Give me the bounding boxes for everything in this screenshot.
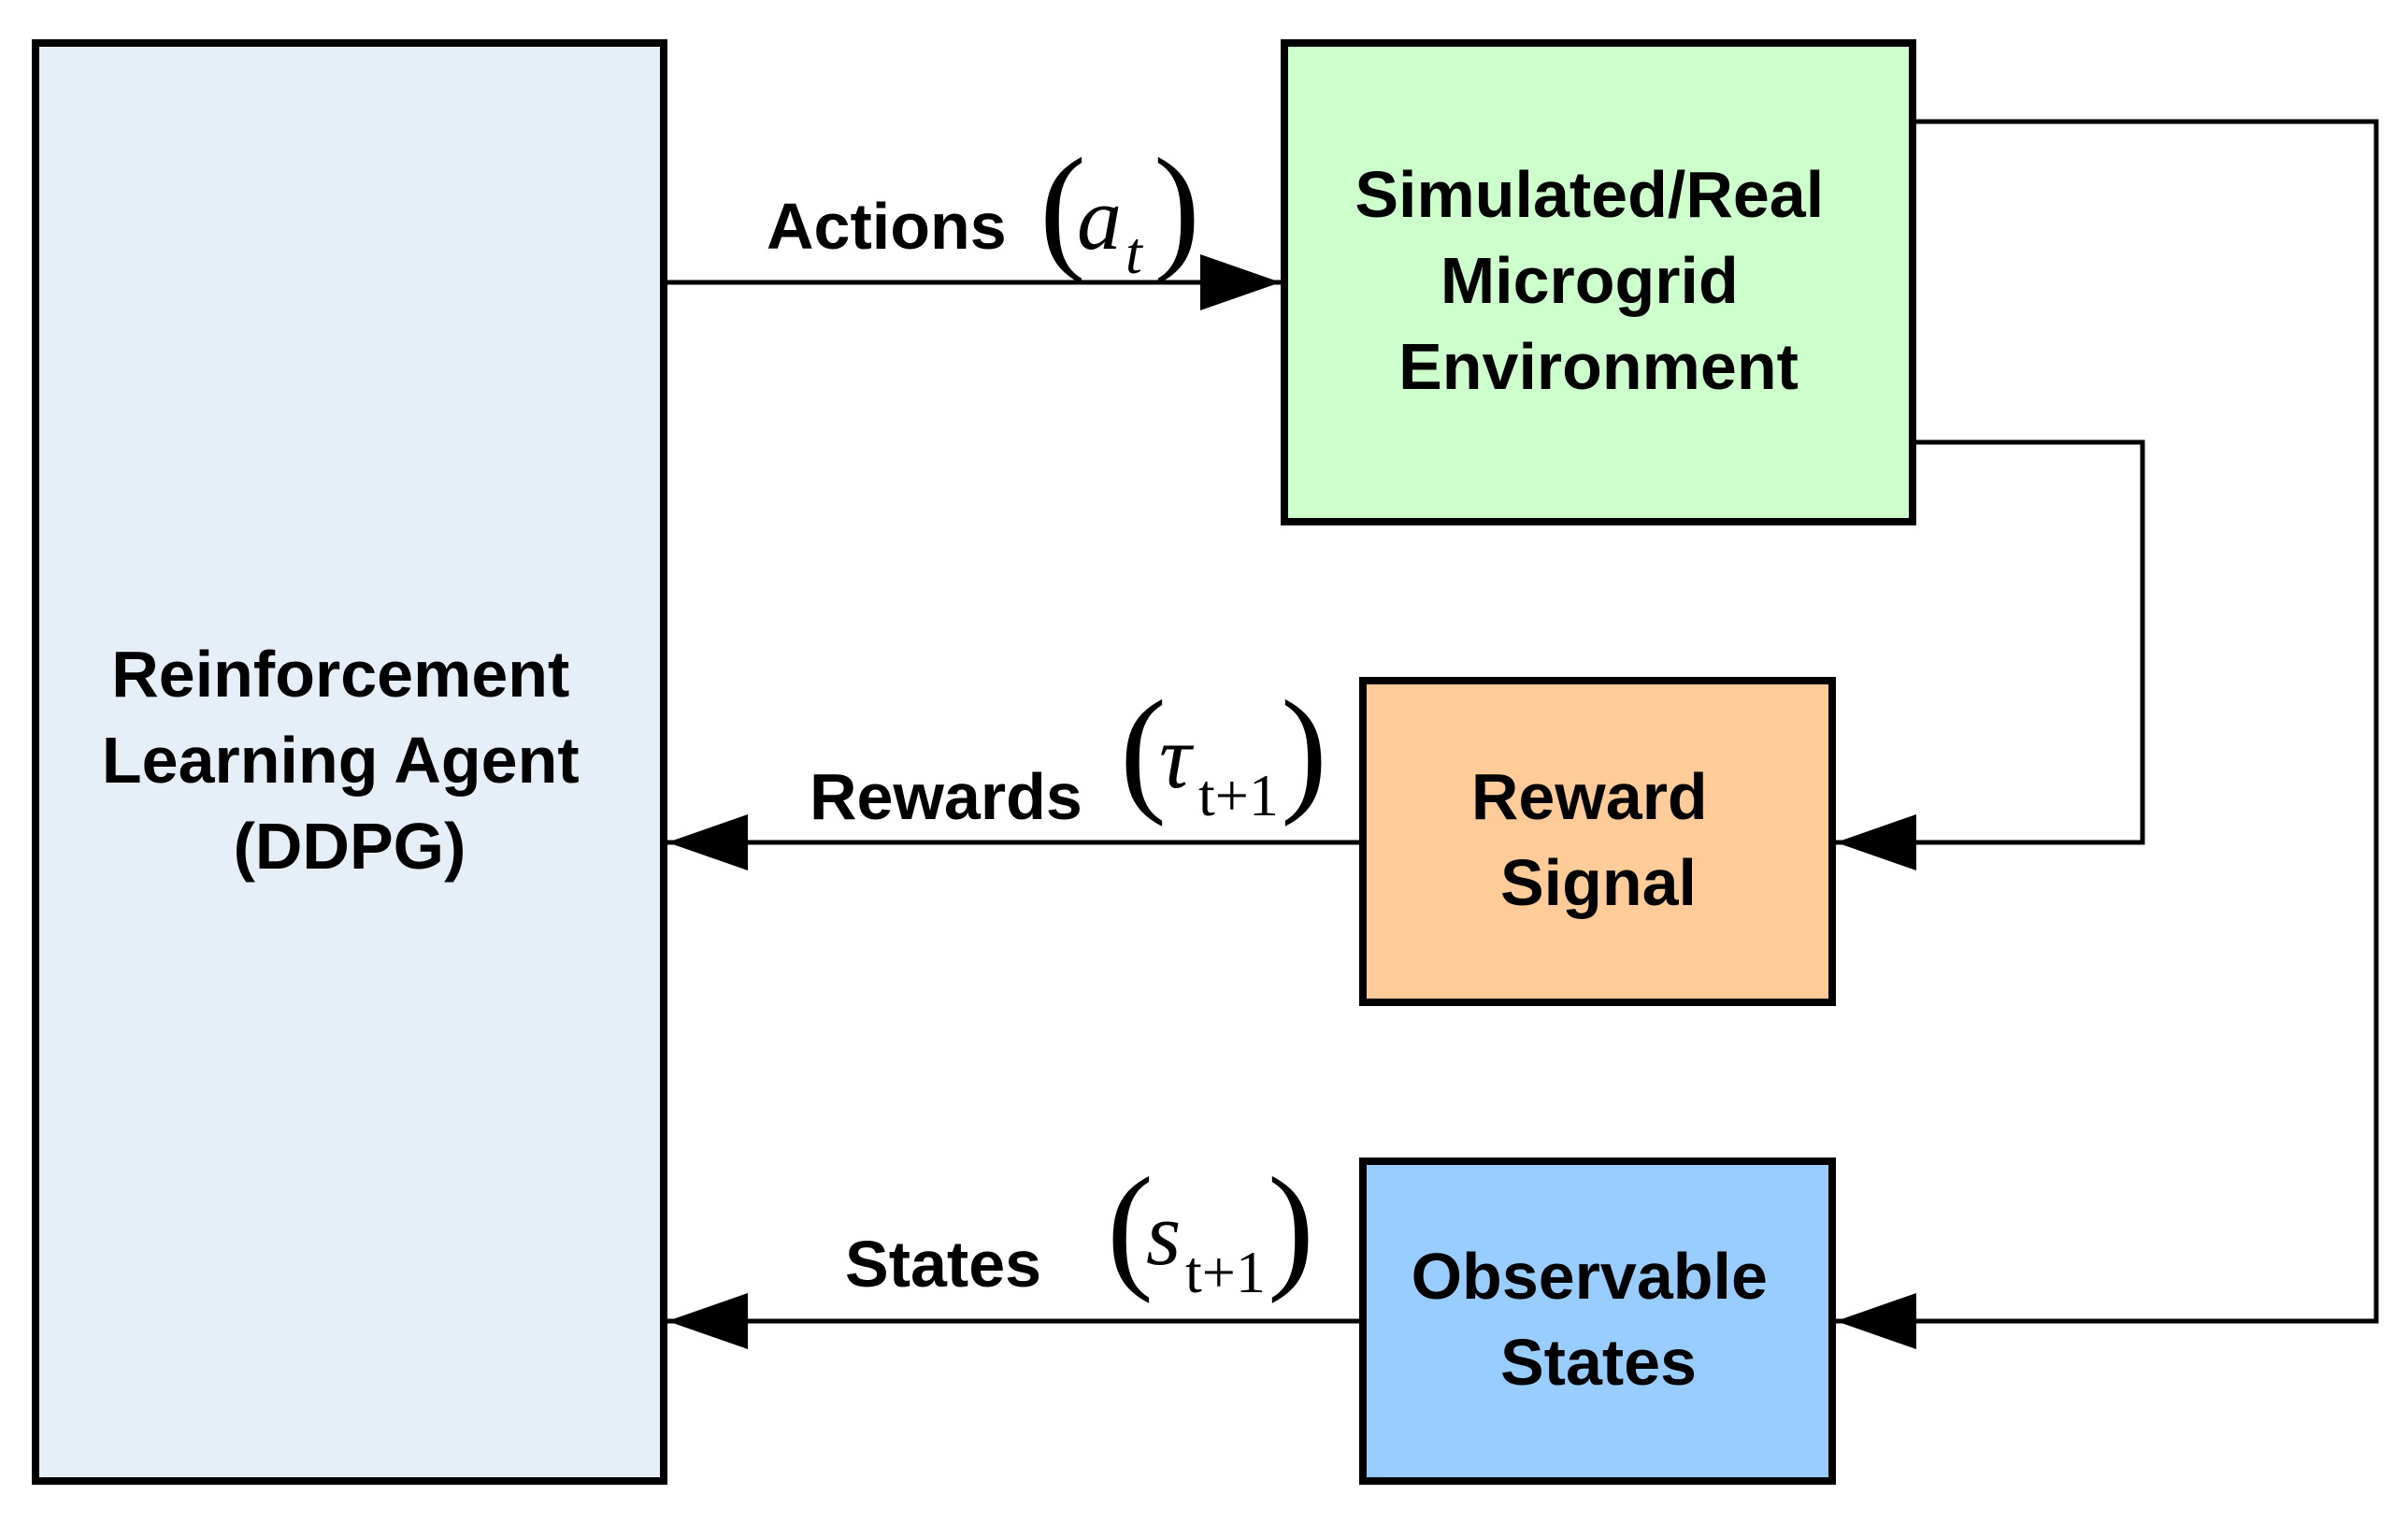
reward-label-line-1: Reward	[1471, 760, 1708, 833]
environment-box-rect	[1281, 39, 1916, 525]
environment-box: Simulated/Real Microgrid Environment	[1281, 39, 1916, 525]
rewards-edge-label: Rewards ( τ t+1 )	[810, 672, 1327, 833]
states-label-line-2: States	[1500, 1326, 1697, 1399]
environment-to-reward-connector	[1836, 439, 2145, 870]
reward-signal-box-rect	[1359, 677, 1836, 1006]
states-edge-label: States ( s t+1 )	[845, 1149, 1314, 1305]
actions-open-paren: (	[1039, 130, 1086, 285]
reward-label-line-2: Signal	[1500, 846, 1697, 919]
environment-box-label: Simulated/Real Microgrid Environment	[1354, 158, 1842, 403]
actions-symbol: a	[1077, 168, 1122, 268]
agent-box: Reinforcement Learning Agent (DDPG)	[32, 39, 667, 1485]
agent-box-rect	[32, 39, 667, 1485]
agent-label-line-3: (DDPG)	[234, 810, 466, 883]
states-label: States	[845, 1228, 1041, 1301]
actions-edge-label: Actions ( a t )	[767, 130, 1200, 286]
states-open-paren: (	[1107, 1149, 1154, 1304]
environment-label-line-2: Microgrid	[1440, 244, 1739, 317]
rewards-subscript: t+1	[1198, 762, 1279, 828]
rewards-open-paren: (	[1120, 672, 1167, 827]
environment-label-line-3: Environment	[1398, 330, 1799, 403]
states-symbol: s	[1146, 1184, 1181, 1284]
rewards-symbol: τ	[1159, 707, 1195, 807]
states-close-paren: )	[1268, 1149, 1314, 1304]
actions-subscript: t	[1125, 220, 1144, 286]
agent-label-line-1: Reinforcement	[111, 638, 569, 711]
reward-signal-box: Reward Signal	[1359, 677, 1836, 1006]
environment-to-states-connector	[1836, 119, 2379, 1349]
states-label-line-1: Observable	[1412, 1240, 1768, 1313]
reward-signal-box-label: Reward Signal	[1471, 760, 1726, 919]
agent-box-label: Reinforcement Learning Agent (DDPG)	[102, 638, 597, 883]
agent-label-line-2: Learning Agent	[102, 724, 580, 797]
rewards-close-paren: )	[1281, 672, 1327, 827]
observable-states-box-rect	[1359, 1157, 1836, 1485]
rewards-label: Rewards	[810, 760, 1082, 833]
actions-label: Actions	[767, 190, 1007, 263]
observable-states-box: Observable States	[1359, 1157, 1836, 1485]
actions-close-paren: )	[1154, 130, 1200, 285]
observable-states-box-label: Observable States	[1412, 1240, 1786, 1399]
states-subscript: t+1	[1185, 1239, 1266, 1305]
environment-label-line-1: Simulated/Real	[1354, 158, 1824, 231]
